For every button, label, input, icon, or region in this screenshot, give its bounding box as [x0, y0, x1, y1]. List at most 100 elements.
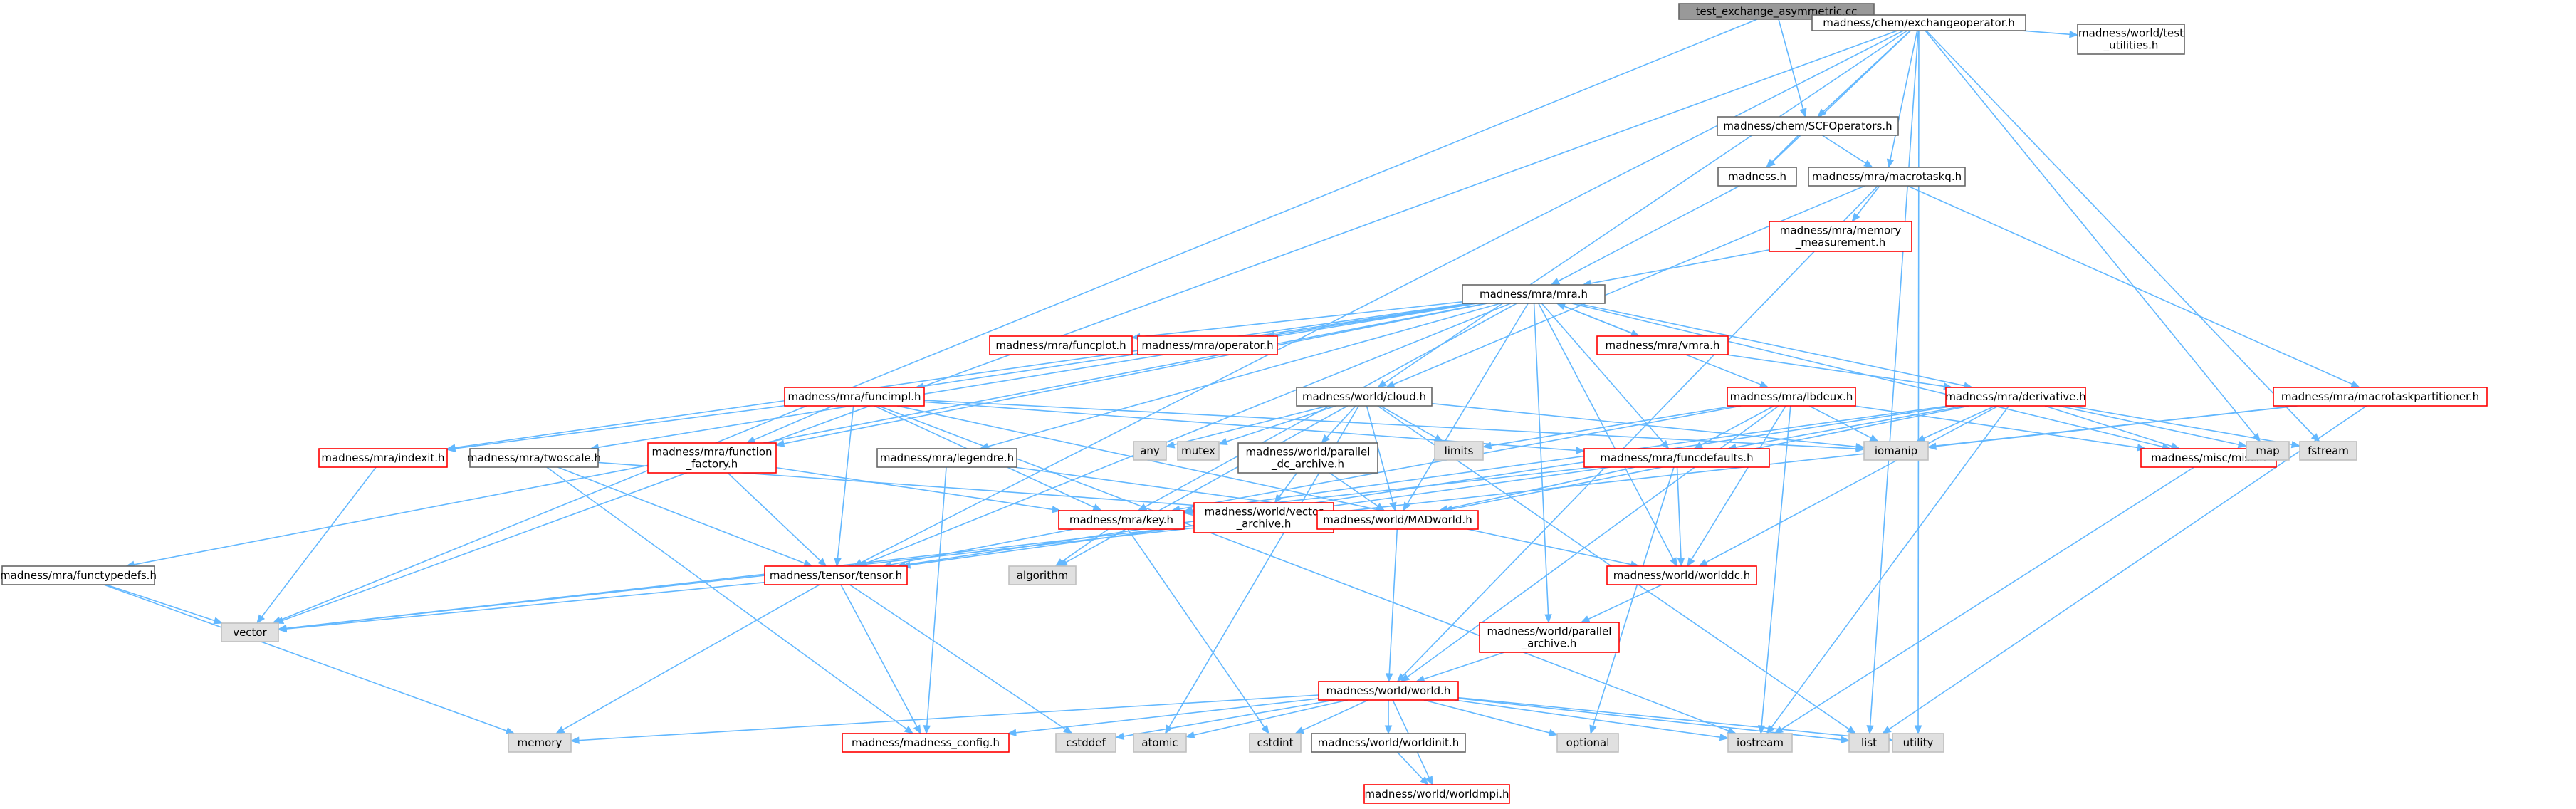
edge-line: [1274, 303, 1475, 336]
edge-world-to-optional: [1423, 699, 1559, 736]
node-label: madness/mra/operator.h: [1141, 339, 1273, 352]
node-tensor[interactable]: madness/tensor/tensor.h: [764, 565, 908, 585]
node-mutex: mutex: [1177, 441, 1220, 461]
edge-line: [1771, 135, 1799, 162]
edge-line: [1592, 466, 1675, 726]
node-label: madness/mra/funcdefaults.h: [1600, 452, 1753, 464]
node-memmeas[interactable]: madness/mra/memory_measurement.h: [1769, 221, 1912, 252]
arrowhead-icon: [904, 725, 914, 734]
edge-funcimpl-to-tensor: [834, 405, 854, 568]
node-funcfactory[interactable]: madness/mra/function_factory.h: [647, 442, 777, 474]
nodes-layer: test_exchange_asymmetric.ccmadness/chem/…: [0, 3, 2488, 804]
node-label: cstddef: [1066, 736, 1106, 749]
node-worldinit[interactable]: madness/world/worldinit.h: [1311, 733, 1466, 753]
node-box: [1717, 167, 1797, 187]
edge-line: [1127, 528, 1265, 728]
edge-parchive-to-vecarchive: [1274, 472, 1298, 504]
node-label: madness/mra/indexit.h: [321, 452, 444, 464]
arrowhead-icon: [1007, 729, 1017, 736]
node-madness_h[interactable]: madness.h: [1717, 167, 1797, 187]
edge-line: [926, 466, 947, 726]
node-label: madness/mra/funcplot.h: [995, 339, 1126, 352]
arrowhead-icon: [1698, 558, 1708, 567]
edge-vmra-to-mra: [1556, 303, 1640, 337]
edge-line: [1406, 303, 1529, 504]
node-testutil[interactable]: madness/world/test_utilities.h: [2077, 24, 2185, 55]
node-world[interactable]: madness/world/world.h: [1318, 681, 1459, 701]
edge-line: [1676, 466, 1682, 559]
node-cstdint: cstdint: [1249, 733, 1302, 753]
node-label: madness/mra/macrotaskpartitioner.h: [2281, 390, 2479, 403]
arrowhead-icon: [1915, 434, 1926, 442]
node-derivative[interactable]: madness/mra/derivative.h: [1945, 387, 2086, 407]
node-scfops[interactable]: madness/chem/SCFOperators.h: [1717, 116, 1899, 136]
edge-line: [103, 584, 508, 732]
arrowhead-icon: [1114, 732, 1125, 741]
edge-line: [1576, 303, 1965, 387]
edge-functypedefs-to-vector: [105, 584, 224, 625]
node-vecarchive[interactable]: madness/world/vector_archive.h: [1193, 502, 1334, 533]
node-box: [842, 733, 1010, 753]
arrowhead-icon: [2350, 380, 2361, 388]
edge-legendre-to-config: [923, 466, 947, 735]
node-box: [508, 733, 572, 753]
edge-exch-to-map: [1925, 30, 2261, 443]
node-indexit[interactable]: madness/mra/indexit.h: [318, 448, 448, 468]
edge-world-to-memory: [570, 694, 1319, 744]
edge-parallelarchive-to-world: [1415, 652, 1504, 683]
node-twoscale[interactable]: madness/mra/twoscale.h: [467, 448, 601, 468]
node-label: fstream: [2308, 444, 2349, 457]
edge-line: [1423, 699, 1550, 734]
edge-line: [1533, 303, 1549, 615]
edge-line: [1925, 30, 2315, 437]
edge-line: [1590, 249, 1770, 284]
node-label: _archive.h: [1236, 518, 1292, 531]
arrowhead-icon: [1400, 673, 1410, 682]
edge-line: [598, 303, 1477, 449]
node-legendre[interactable]: madness/mra/legendre.h: [876, 448, 1017, 468]
edge-line: [261, 466, 377, 617]
node-madworld[interactable]: madness/world/MADworld.h: [1316, 510, 1479, 530]
edge-line: [1781, 466, 2194, 730]
node-worlddc[interactable]: madness/world/worlddc.h: [1606, 565, 1757, 585]
arrowhead-icon: [1384, 725, 1393, 735]
node-label: madness/mra/lbdeux.h: [1730, 390, 1853, 403]
edge-line: [1279, 472, 1298, 497]
node-box: [1058, 510, 1185, 530]
node-box: [764, 565, 908, 585]
node-exch[interactable]: madness/chem/exchangeoperator.h: [1811, 14, 2026, 31]
edge-world-to-cstddef: [1114, 699, 1335, 741]
node-operator[interactable]: madness/mra/operator.h: [1137, 335, 1278, 355]
edge-line: [1065, 405, 1348, 563]
node-funcplot[interactable]: madness/mra/funcplot.h: [989, 335, 1133, 355]
node-funcdefaults[interactable]: madness/mra/funcdefaults.h: [1583, 448, 1770, 468]
edge-line: [1925, 30, 2256, 436]
node-functypedefs[interactable]: madness/mra/functypedefs.h: [0, 565, 157, 585]
node-parchive[interactable]: madness/world/parallel_dc_archive.h: [1237, 442, 1378, 474]
node-key[interactable]: madness/mra/key.h: [1058, 510, 1185, 530]
edge-line: [1457, 696, 1885, 741]
edge-exch-to-macrotaskq: [1886, 30, 1918, 169]
node-worldmpi[interactable]: madness/world/worldmpi.h: [1363, 784, 1510, 804]
edge-scfops-to-macrotaskq: [1821, 135, 1873, 168]
node-label: limits: [1445, 444, 1474, 457]
edge-cloud-to-parchive: [1321, 405, 1356, 444]
edge-line: [1917, 30, 1920, 726]
node-vmra[interactable]: madness/mra/vmra.h: [1596, 335, 1729, 355]
node-mra[interactable]: madness/mra/mra.h: [1462, 284, 1606, 304]
node-macrotaskq[interactable]: madness/mra/macrotaskq.h: [1808, 167, 1966, 187]
arrowhead-icon: [1425, 776, 1433, 786]
node-parallelarchive[interactable]: madness/world/parallel_archive.h: [1479, 622, 1620, 653]
node-config[interactable]: madness/madness_config.h: [842, 733, 1010, 753]
node-mtpart[interactable]: madness/mra/macrotaskpartitioner.h: [2273, 387, 2488, 407]
edge-line: [840, 584, 918, 727]
arrowhead-icon: [1886, 158, 1895, 169]
node-box: [784, 387, 925, 407]
arrowhead-icon: [1261, 724, 1269, 735]
node-lbdeux[interactable]: madness/mra/lbdeux.h: [1727, 387, 1856, 407]
edge-mra-to-parallelarchive: [1533, 303, 1552, 624]
node-funcimpl[interactable]: madness/mra/funcimpl.h: [784, 387, 925, 407]
node-label: memory: [518, 736, 562, 749]
edge-line: [454, 303, 1469, 449]
node-cloud[interactable]: madness/world/cloud.h: [1296, 387, 1433, 407]
